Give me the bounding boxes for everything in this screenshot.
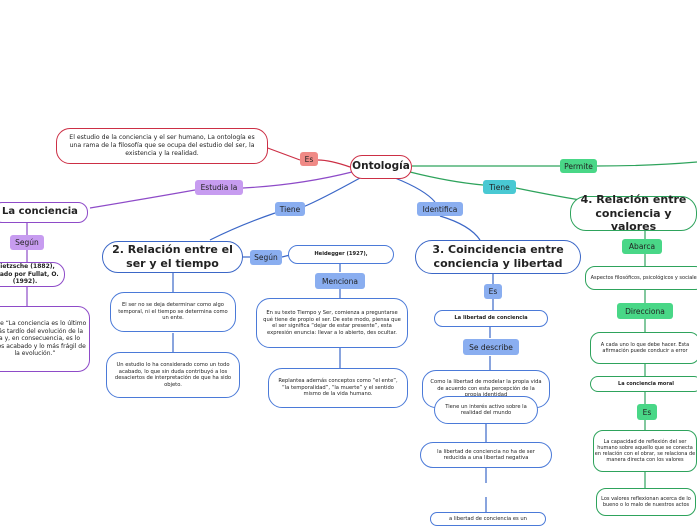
- conciencia-moral-node[interactable]: La conciencia moral: [590, 376, 697, 392]
- estudia-la-label[interactable]: Estudia la: [195, 180, 243, 195]
- es-label-coincidencia[interactable]: Es: [484, 284, 502, 299]
- identifica-label[interactable]: Identifica: [417, 202, 463, 216]
- tiene-left-label[interactable]: Tiene: [275, 202, 305, 216]
- relacion-valores-node[interactable]: 4. Relación entre conciencia y valores: [570, 193, 697, 233]
- libertad-negativa-node[interactable]: la libertad de conciencia no ha de ser r…: [420, 442, 552, 468]
- heidegger-node[interactable]: Heidegger (1927),: [288, 245, 394, 264]
- root-node[interactable]: Ontología: [350, 155, 412, 179]
- estudio-acabado-node[interactable]: Un estudio lo ha considerado como un tod…: [106, 352, 240, 398]
- ontologia-definition[interactable]: El estudio de la conciencia y el ser hum…: [56, 128, 268, 164]
- es-label-valores[interactable]: Es: [637, 404, 657, 420]
- nietzsche-quote[interactable]: “...que “La conciencia es lo último y má…: [0, 306, 90, 372]
- libertad-conciencia-item4[interactable]: a libertad de conciencia es un: [430, 512, 546, 526]
- abarca-label[interactable]: Abarca: [622, 239, 662, 254]
- se-describe-label[interactable]: Se describe: [463, 339, 519, 355]
- tiene-right-label[interactable]: Tiene: [483, 180, 516, 194]
- heidegger-text-1[interactable]: En su texto Tiempo y Ser, comienza a pre…: [256, 298, 408, 348]
- direcciona-text-node[interactable]: A cada uno lo que debe hacer. Esta afirm…: [590, 332, 697, 364]
- interes-activo-node[interactable]: Tiene un interés activo sobre la realida…: [434, 396, 538, 424]
- direcciona-label[interactable]: Direcciona: [617, 303, 673, 319]
- la-conciencia-node[interactable]: La conciencia: [0, 202, 88, 223]
- relacion-ser-tiempo-node[interactable]: 2. Relación entre el ser y el tiempo: [102, 241, 243, 273]
- segun-label-left[interactable]: Según: [10, 235, 44, 250]
- nietzsche-node[interactable]: Nietzsche (1882), citado por Fullat, O. …: [0, 262, 65, 287]
- menciona-label[interactable]: Menciona: [315, 273, 365, 289]
- ser-no-temporal-node[interactable]: El ser no se deja determinar como algo t…: [110, 292, 236, 332]
- libertad-conciencia-node[interactable]: La libertad de conciencia: [434, 310, 548, 327]
- moral-text-node[interactable]: La capacidad de reflexión del ser humano…: [593, 430, 697, 472]
- permite-label[interactable]: Permite: [560, 159, 597, 173]
- es-label[interactable]: Es: [300, 152, 318, 166]
- aspectos-node[interactable]: Aspectos filosóficos, psicológicos y soc…: [585, 266, 697, 290]
- valores-text-node[interactable]: Los valores reflexionan acerca de lo bue…: [596, 488, 696, 516]
- segun-label-middle[interactable]: Según: [250, 250, 282, 265]
- coincidencia-node[interactable]: 3. Coincidencia entre conciencia y liber…: [415, 240, 581, 274]
- heidegger-text-2[interactable]: Replantea además conceptos como “el ente…: [268, 368, 408, 408]
